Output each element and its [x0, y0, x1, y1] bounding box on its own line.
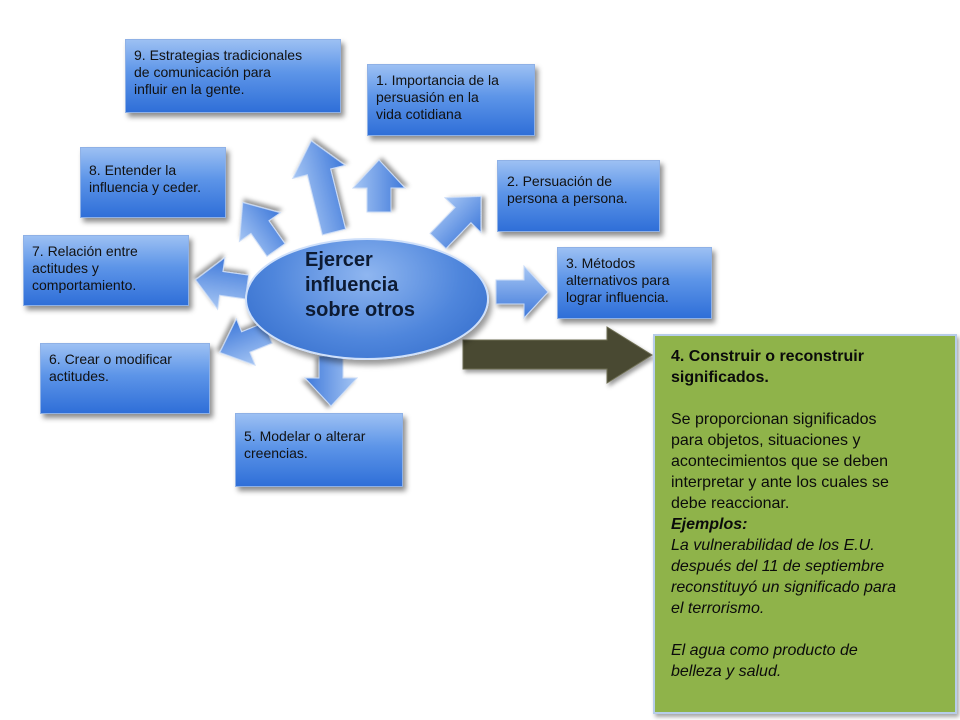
- box-5-label: 5. Modelar o alterar creencias.: [244, 428, 366, 461]
- arrow-to-box-9: [291, 140, 347, 236]
- central-label: Ejercer influencia sobre otros: [305, 249, 416, 321]
- arrow-to-box-1: [351, 159, 407, 213]
- box-6-crear-actitudes: 6. Crear o modificar actitudes.: [40, 343, 210, 414]
- box-6-label: 6. Crear o modificar actitudes.: [49, 351, 172, 384]
- highlight-body: Se proporcionan significados para objeto…: [671, 411, 889, 512]
- box-9-estrategias-tradicionales: 9. Estrategias tradicionales de comunica…: [125, 39, 341, 113]
- arrow-to-box-7: [194, 256, 250, 311]
- box-9-label: 9. Estrategias tradicionales de comunica…: [134, 47, 303, 97]
- arrow-to-box-5: [303, 355, 359, 407]
- box-2-persuacion-persona: 2. Persuación de persona a persona.: [497, 160, 660, 232]
- arrow-to-box-2: [429, 195, 482, 250]
- box-5-modelar-creencias: 5. Modelar o alterar creencias.: [235, 413, 403, 487]
- highlight-box-4-significados: 4. Construir o reconstruir significados.…: [653, 334, 957, 714]
- box-3-metodos-alternativos: 3. Métodos alternativos para lograr infl…: [557, 247, 712, 319]
- highlight-title: 4. Construir o reconstruir significados.: [671, 348, 864, 386]
- box-1-label: 1. Importancia de la persuasión en la vi…: [376, 72, 499, 122]
- examples-label: Ejemplos:: [671, 516, 748, 533]
- arrow-to-box-8: [238, 201, 286, 258]
- arrow-to-box-3: [495, 264, 549, 320]
- box-2-label: 2. Persuación de persona a persona.: [507, 173, 628, 206]
- box-3-label: 3. Métodos alternativos para lograr infl…: [566, 255, 670, 305]
- arrow-to-box-4: [462, 326, 653, 384]
- central-ellipse: Ejercer influencia sobre otros: [245, 238, 489, 360]
- box-1-importancia-persuasion: 1. Importancia de la persuasión en la vi…: [367, 64, 535, 136]
- example-2: El agua como producto de belleza y salud…: [671, 642, 858, 680]
- box-7-label: 7. Relación entre actitudes y comportami…: [32, 243, 138, 293]
- example-1: La vulnerabilidad de los E.U. después de…: [671, 537, 897, 617]
- box-7-relacion-actitudes: 7. Relación entre actitudes y comportami…: [23, 235, 189, 306]
- box-8-entender-influencia: 8. Entender la influencia y ceder.: [80, 147, 226, 218]
- box-8-label: 8. Entender la influencia y ceder.: [89, 162, 202, 195]
